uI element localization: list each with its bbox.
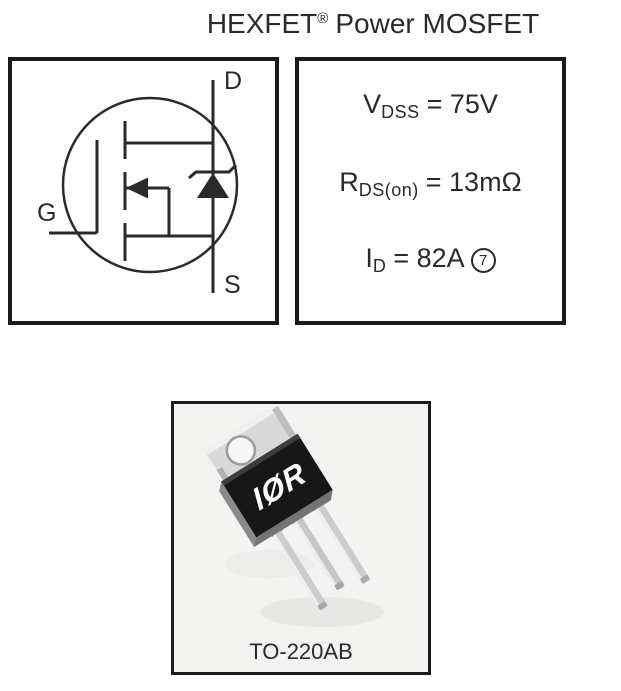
package-shadow xyxy=(260,597,384,627)
to220-package-photo: IØR xyxy=(205,405,384,627)
source-terminal-label: S xyxy=(224,271,241,299)
symbol-circle xyxy=(61,96,239,274)
body-side-face xyxy=(219,481,257,548)
spec-row-rdson: RDS(on) = 13mΩ xyxy=(299,167,562,205)
vdss-symbol: V xyxy=(363,89,382,119)
lead-3-highlight xyxy=(311,501,364,583)
body-diode-cathode-bar xyxy=(188,163,238,180)
to220-package: IØR xyxy=(205,405,370,610)
package-name-label: TO-220AB xyxy=(249,639,353,664)
package-lead-3 xyxy=(312,498,370,584)
lead-1-highlight xyxy=(269,527,322,609)
drain-terminal-label: D xyxy=(224,67,242,95)
lead-1-tip xyxy=(317,601,328,610)
title-product-family: HEXFET xyxy=(206,8,318,39)
id-value: = 82A xyxy=(393,243,465,273)
id-subscript: D xyxy=(372,256,387,276)
package-body-top-bevel xyxy=(221,433,301,486)
footnote-7-circle: 7 xyxy=(470,248,496,273)
mounting-hole xyxy=(225,435,257,466)
package-box: IØR TO-220AB xyxy=(171,401,431,675)
mosfet-symbol-diagram: D S G xyxy=(37,67,242,299)
package-body-black xyxy=(221,433,333,538)
body-bottom-face xyxy=(254,489,333,548)
package-lead-1 xyxy=(270,525,328,610)
metal-tab-edge-shade xyxy=(272,405,297,440)
vdss-value: = 75V xyxy=(426,89,498,119)
body-arrowhead xyxy=(126,177,148,199)
metal-tab-notch xyxy=(216,467,229,482)
page-title: HEXFET® Power MOSFET xyxy=(126,2,620,41)
body-diode-triangle xyxy=(197,173,229,198)
lead-3-tip xyxy=(360,575,370,584)
rdson-subscript: DS(on) xyxy=(358,180,419,200)
package-leads xyxy=(269,498,370,610)
metal-tab-highlight xyxy=(205,405,279,454)
package-lead-2 xyxy=(291,511,345,590)
lead-2-highlight xyxy=(290,514,339,589)
gate-terminal-label: G xyxy=(37,199,56,227)
rdson-value: = 13mΩ xyxy=(425,167,522,197)
title-rest: Power MOSFET xyxy=(335,8,540,39)
registered-trademark-symbol: ® xyxy=(317,10,329,27)
lead-2-tip xyxy=(334,581,345,590)
mosfet-symbol-box: D S G xyxy=(8,57,279,325)
rdson-symbol: R xyxy=(339,167,359,197)
spec-row-vdss: VDSS = 75V xyxy=(299,89,562,127)
vdss-subscript: DSS xyxy=(381,102,420,122)
id-symbol: I xyxy=(365,243,373,273)
